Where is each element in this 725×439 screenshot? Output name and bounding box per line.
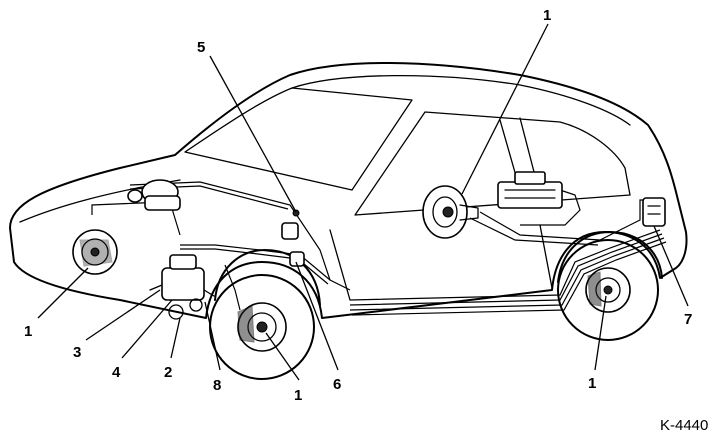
callout-7: 7	[684, 311, 692, 328]
callout-4: 4	[112, 364, 121, 381]
callout-1-front-left: 1	[24, 323, 32, 340]
callout-1-rear-brake: 1	[543, 7, 551, 24]
car-body-outline	[9, 62, 688, 319]
callout-6: 6	[333, 376, 341, 393]
rear-right-wheel	[557, 239, 659, 341]
pressure-valve	[642, 197, 666, 227]
sensor-switch	[281, 209, 305, 267]
callout-1-front-right: 1	[294, 387, 302, 404]
abs-modulator-unit	[149, 254, 215, 320]
callout-labels: 1 5 1 3 4 2 8 1 6 7 1	[24, 7, 692, 404]
callout-1-rear-right: 1	[588, 375, 596, 392]
brake-booster	[127, 179, 181, 211]
leader-lines	[37, 23, 689, 381]
rear-axle-assembly	[497, 171, 563, 209]
front-right-wheel	[209, 274, 315, 380]
callout-8: 8	[213, 377, 221, 394]
callout-3: 3	[73, 344, 81, 361]
figure-code: K-4440	[660, 417, 708, 434]
brake-pipes	[91, 181, 667, 316]
rear-left-disc-brake	[422, 185, 479, 239]
front-left-disc-brake	[72, 229, 118, 275]
callout-5: 5	[197, 39, 205, 56]
callout-2: 2	[164, 364, 172, 381]
